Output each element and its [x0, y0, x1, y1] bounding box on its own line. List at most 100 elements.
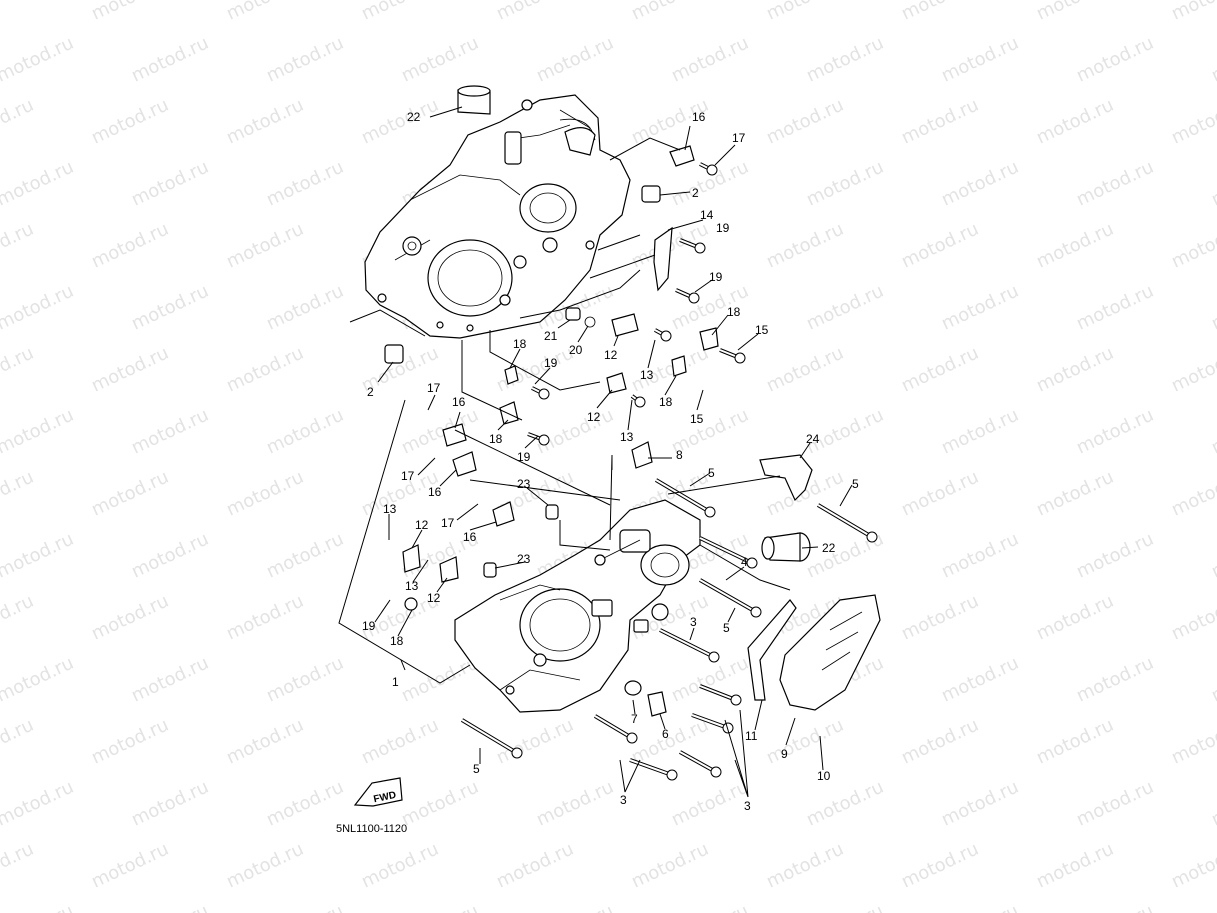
watermark-text: motod.ru [263, 529, 347, 583]
bolt-head [694, 242, 706, 254]
callout-22: 22 [407, 110, 421, 124]
watermark-text: motod.ru [1208, 157, 1217, 211]
callout-18: 18 [659, 395, 673, 409]
watermark-text: motod.ru [493, 715, 577, 769]
watermark-text: motod.ru [1168, 95, 1217, 149]
watermark-text: motod.ru [763, 343, 847, 397]
crankcase-left-lower [454, 499, 701, 713]
watermark-text: motod.ru [223, 219, 307, 273]
watermark-text: motod.ru [898, 95, 982, 149]
watermark-text: motod.ru [358, 95, 442, 149]
callout-17: 17 [427, 381, 441, 395]
callout-13: 13 [640, 368, 654, 382]
callout-2: 2 [367, 385, 374, 399]
watermark-text: motod.ru [1168, 343, 1217, 397]
dowel-23 [483, 562, 497, 578]
callout-16: 16 [463, 530, 477, 544]
callout-14: 14 [700, 208, 714, 222]
watermark-text: motod.ru [803, 901, 887, 913]
callout-4: 4 [741, 555, 748, 569]
dowel-23 [545, 504, 559, 520]
callout-12: 12 [427, 591, 441, 605]
watermark-text: motod.ru [263, 281, 347, 335]
bolt-head [746, 557, 758, 569]
watermark-text: motod.ru [1168, 715, 1217, 769]
watermark-text: motod.ru [898, 467, 982, 521]
bolt-head [734, 352, 746, 364]
watermark-text: motod.ru [1033, 467, 1117, 521]
watermark-text: motod.ru [358, 0, 442, 25]
watermark-text: motod.ru [763, 219, 847, 273]
callout-5: 5 [852, 477, 859, 491]
callout-17: 17 [401, 469, 415, 483]
bolt-head [538, 388, 550, 400]
watermark-text: motod.ru [1073, 405, 1157, 459]
callout-8: 8 [676, 448, 683, 462]
watermark-text: motod.ru [263, 157, 347, 211]
watermark-text: motod.ru [938, 281, 1022, 335]
watermark-text: motod.ru [803, 777, 887, 831]
watermark-text: motod.ru [628, 0, 712, 25]
watermark-text: motod.ru [88, 343, 172, 397]
callout-6: 6 [662, 727, 669, 741]
watermark-text: motod.ru [223, 839, 307, 893]
watermark-text: motod.ru [803, 281, 887, 335]
callout-15: 15 [690, 412, 704, 426]
callout-5: 5 [708, 466, 715, 480]
callout-17: 17 [732, 131, 746, 145]
watermark-text: motod.ru [1208, 281, 1217, 335]
bolt-shank-inner [461, 719, 518, 754]
bolt-shank-inner [659, 629, 715, 658]
diagram-code: 5NL1100-1120 [336, 823, 407, 835]
callout-16: 16 [428, 485, 442, 499]
watermark-text: motod.ru [128, 653, 212, 707]
watermark-text: motod.ru [628, 839, 712, 893]
watermark-text: motod.ru [1033, 591, 1117, 645]
watermark-text: motod.ru [358, 715, 442, 769]
watermark-text: motod.ru [1033, 95, 1117, 149]
watermark-text: motod.ru [1168, 0, 1217, 25]
watermark-text: motod.ru [763, 715, 847, 769]
crankcase-right-upper [364, 94, 631, 339]
bolt-shank-inner [817, 504, 873, 538]
callout-3: 3 [620, 793, 627, 807]
watermark-text: motod.ru [0, 653, 77, 707]
callout-18: 18 [489, 432, 503, 446]
bolt-head [706, 164, 718, 176]
watermark-text: motod.ru [493, 0, 577, 25]
callout-15: 15 [755, 323, 769, 337]
callout-23: 23 [517, 477, 531, 491]
watermark-text: motod.ru [0, 343, 37, 397]
bolt-shank-inner [699, 579, 757, 613]
watermark-text: motod.ru [898, 219, 982, 273]
watermark-text: motod.ru [88, 839, 172, 893]
bolt-head [750, 606, 762, 618]
callout-19: 19 [716, 221, 730, 235]
callout-11: 11 [745, 729, 758, 743]
leader-lines [338, 106, 853, 798]
callout-18: 18 [390, 634, 404, 648]
watermark-text: motod.ru [128, 281, 212, 335]
watermark-text: motod.ru [938, 405, 1022, 459]
forward-direction-icon: FWD [353, 777, 403, 807]
watermark-text: motod.ru [938, 777, 1022, 831]
watermark-text: motod.ru [398, 33, 482, 87]
callout-19: 19 [362, 619, 376, 633]
watermark-text: motod.ru [898, 715, 982, 769]
bolt-shank-inner [679, 751, 717, 773]
bolt-shank-inner [629, 759, 673, 776]
bolt-head [722, 722, 734, 734]
callout-19: 19 [544, 356, 558, 370]
callout-19: 19 [709, 270, 723, 284]
bolt-head [730, 694, 742, 706]
watermark-text: motod.ru [263, 777, 347, 831]
watermark-text: motod.ru [763, 0, 847, 25]
callout-24: 24 [806, 432, 820, 446]
watermark-text: motod.ru [128, 777, 212, 831]
watermark-text: motod.ru [1033, 715, 1117, 769]
o-ring [584, 316, 596, 328]
watermark-text: motod.ru [128, 157, 212, 211]
watermark-text: motod.ru [1168, 219, 1217, 273]
watermark-text: motod.ru [1073, 901, 1157, 913]
collar [565, 307, 581, 321]
